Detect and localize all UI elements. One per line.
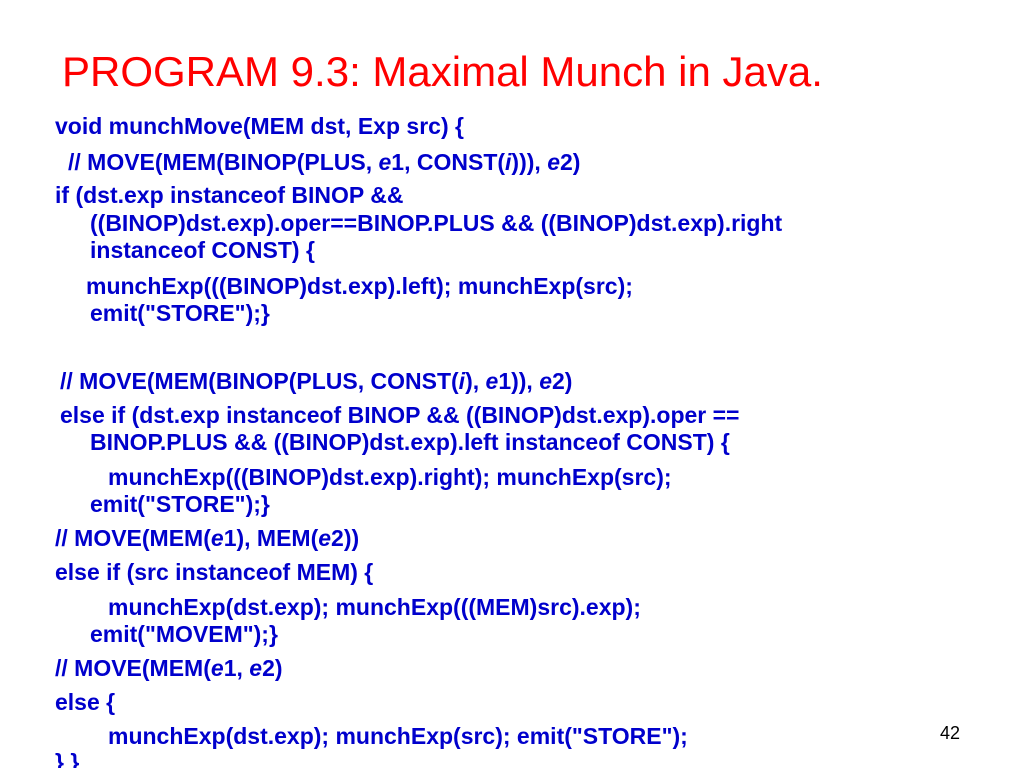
code-line-7: emit("STORE");} (90, 300, 270, 326)
code-text: 2)) (331, 525, 360, 551)
code-line-11: munchExp(((BINOP)dst.exp).right); munchE… (108, 464, 672, 490)
code-line-6: munchExp(((BINOP)dst.exp).left); munchEx… (86, 273, 633, 299)
code-line-19: munchExp(dst.exp); munchExp(src); emit("… (108, 723, 688, 749)
code-line-15: munchExp(dst.exp); munchExp(((MEM)src).e… (108, 594, 641, 620)
code-line-9: else if (dst.exp instanceof BINOP && ((B… (60, 402, 740, 428)
code-line-20: } } (55, 749, 80, 768)
code-italic: e (318, 525, 332, 551)
code-line-14: else if (src instanceof MEM) { (55, 559, 374, 585)
slide-title: PROGRAM 9.3: Maximal Munch in Java. (62, 48, 823, 95)
code-line-3: if (dst.exp instanceof BINOP && (55, 182, 404, 208)
code-italic: e (210, 525, 224, 551)
code-line-16: emit("MOVEM");} (90, 621, 278, 647)
code-italic: e (485, 368, 499, 394)
code-italic: i (505, 149, 512, 175)
code-italic: e (547, 149, 560, 175)
code-text: // MOVE(MEM( (55, 655, 211, 681)
code-text: // MOVE(MEM(BINOP(PLUS, (68, 149, 379, 175)
code-italic: e (210, 655, 224, 681)
code-text: 1, (223, 655, 250, 681)
code-text: 1), MEM( (223, 525, 319, 551)
code-italic: e (378, 149, 392, 175)
code-line-2-comment: // MOVE(MEM(BINOP(PLUS, e1, CONST(i))), … (68, 148, 580, 176)
page-number: 42 (940, 723, 961, 743)
code-text: 1)), (498, 368, 540, 394)
code-line-4: ((BINOP)dst.exp).oper==BINOP.PLUS && ((B… (90, 210, 783, 236)
code-text: // MOVE(MEM(BINOP(PLUS, CONST( (60, 368, 459, 394)
code-italic: e (249, 655, 263, 681)
code-text: 2) (559, 149, 581, 175)
code-text: 2) (262, 655, 283, 681)
code-line-10: BINOP.PLUS && ((BINOP)dst.exp).left inst… (90, 429, 730, 455)
code-text: // MOVE(MEM( (55, 525, 211, 551)
code-line-18: else { (55, 689, 116, 715)
code-italic: i (458, 368, 466, 394)
code-line-5: instanceof CONST) { (90, 237, 315, 263)
code-italic: e (539, 368, 552, 394)
code-line-1: void munchMove(MEM dst, Exp src) { (55, 113, 464, 139)
code-text: 1, CONST( (391, 149, 506, 175)
code-text: ))), (511, 149, 548, 175)
code-line-17-comment: // MOVE(MEM(e1, e2) (55, 654, 283, 682)
code-line-12: emit("STORE");} (90, 491, 270, 517)
code-line-8-comment: // MOVE(MEM(BINOP(PLUS, CONST(i), e1)), … (60, 367, 572, 395)
code-text: ), (465, 368, 486, 394)
code-text: 2) (552, 368, 573, 394)
code-line-13-comment: // MOVE(MEM(e1), MEM(e2)) (55, 524, 359, 552)
